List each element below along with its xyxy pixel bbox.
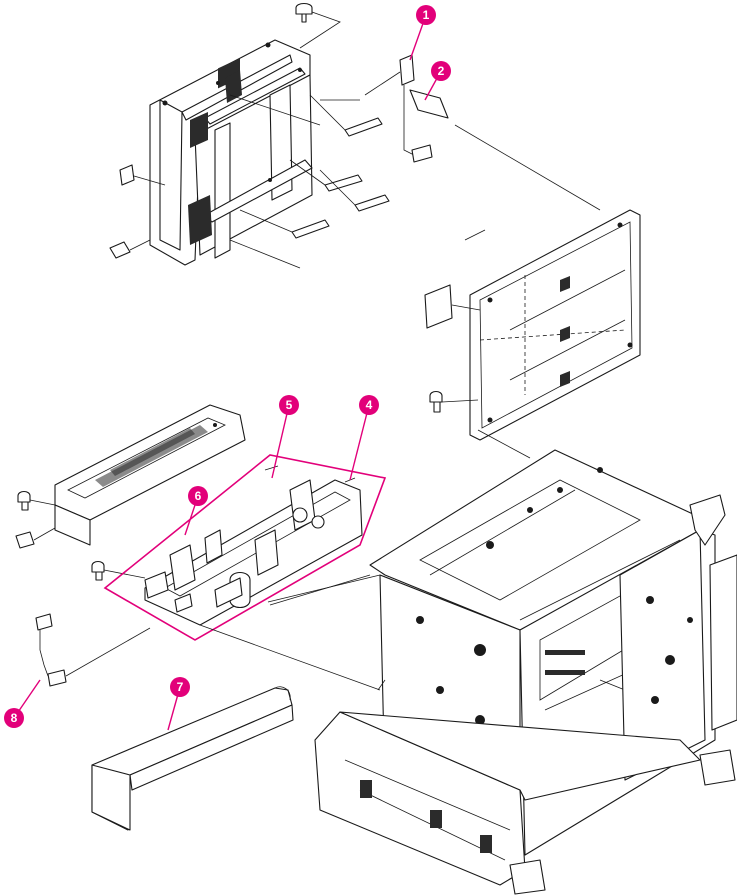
callout-7-label: 7: [177, 680, 184, 694]
upper-frame-cage: [150, 40, 312, 265]
callout-8-label: 8: [11, 711, 18, 725]
callout-2-label: 2: [438, 64, 445, 78]
callout-5-label: 5: [286, 398, 293, 412]
cover-screw: [18, 492, 55, 511]
callout-6-label: 6: [195, 489, 202, 503]
callout-8: 8: [4, 680, 40, 728]
rail-1: [310, 95, 382, 136]
bottom-cover: [92, 687, 293, 830]
wire-harness: [36, 614, 150, 686]
left-clip-lower: [110, 240, 150, 258]
top-screw: [296, 4, 340, 49]
callout-4-label: 4: [366, 398, 373, 412]
callout-1: 1: [410, 5, 436, 60]
callout-4: 4: [350, 395, 379, 480]
cover-clip: [16, 528, 55, 548]
label-sheet: [425, 285, 452, 328]
callout-5: 5: [272, 395, 299, 478]
side-panel: [470, 210, 640, 440]
mesh-cover: [55, 405, 245, 545]
callout-7: 7: [168, 677, 190, 730]
callout-1-label: 1: [423, 8, 430, 22]
callout-6: 6: [185, 486, 208, 535]
callout-2: 2: [425, 61, 451, 100]
